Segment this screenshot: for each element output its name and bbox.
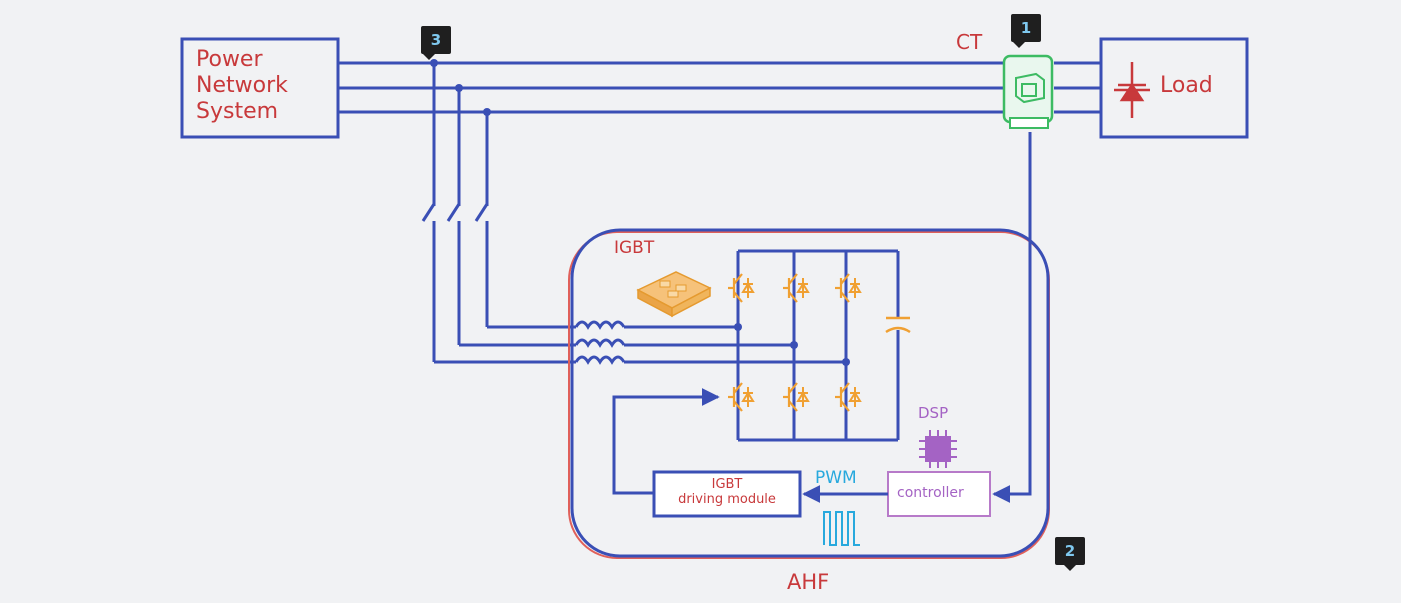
controller-label: controller bbox=[897, 485, 964, 501]
bridge-nodes bbox=[734, 323, 850, 366]
pwm-label: PWM bbox=[815, 468, 857, 488]
inductors bbox=[574, 320, 846, 365]
controller-box bbox=[887, 471, 991, 517]
ct-label: CT bbox=[956, 30, 983, 54]
dsp-label: DSP bbox=[918, 404, 949, 422]
igbt-switch bbox=[726, 272, 755, 304]
ct-signal-line bbox=[992, 132, 1032, 503]
switch-drops bbox=[421, 63, 576, 364]
driver-box bbox=[652, 470, 802, 518]
pwm-wave-icon bbox=[823, 511, 860, 546]
igbt-module-icon bbox=[636, 271, 712, 318]
marker-badge-3: 3 bbox=[421, 26, 451, 60]
driver-label: IGBT driving module bbox=[678, 477, 776, 507]
gate-drive-line bbox=[612, 388, 720, 495]
ahf-box bbox=[570, 228, 1050, 558]
ct-sensor-icon bbox=[1002, 54, 1054, 129]
ahf-label: AHF bbox=[787, 570, 830, 594]
load-label: Load bbox=[1160, 73, 1213, 98]
power-network-label: Power Network System bbox=[196, 47, 288, 124]
marker-badge-2: 2 bbox=[1055, 537, 1085, 571]
diode-icon bbox=[1114, 62, 1150, 118]
marker-badge-1: 1 bbox=[1011, 14, 1041, 48]
dsp-chip-icon bbox=[919, 430, 957, 468]
capacitor bbox=[885, 316, 911, 334]
phase-lines bbox=[338, 61, 1101, 114]
igbt-switch bbox=[726, 381, 755, 413]
igbt-label: IGBT bbox=[614, 238, 655, 258]
